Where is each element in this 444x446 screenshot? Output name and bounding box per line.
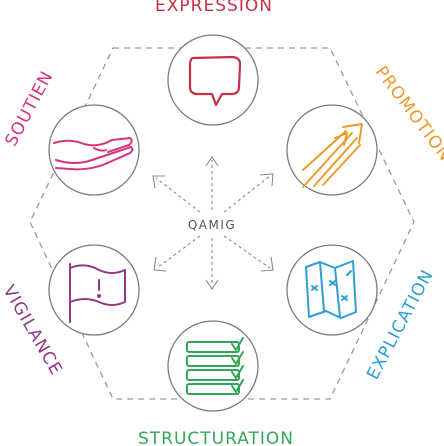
map-icon: [305, 260, 357, 319]
arrow-down-left: [153, 235, 201, 272]
label-expression: EXPRESSION: [155, 0, 273, 16]
node-structuration: [167, 320, 259, 412]
node-explication: [286, 244, 378, 336]
arrow-up-right: [223, 173, 274, 213]
node-promotion: [286, 104, 378, 196]
node-soutien: [48, 104, 140, 196]
rising-arrows-icon: [302, 123, 363, 188]
label-structuration: STRUCTURATION: [138, 429, 294, 446]
center-label: QAMIG: [188, 218, 236, 232]
label-promotion: PROMOTION: [371, 62, 444, 165]
arrow-down: [205, 238, 219, 290]
label-soutien: SOUTIEN: [1, 68, 57, 150]
node-expression: [167, 34, 259, 126]
node-vigilance: [48, 244, 140, 336]
hexagon-frame: [29, 47, 415, 400]
arrow-up: [205, 156, 219, 210]
stacked-checklist-icon: [186, 337, 244, 395]
arrow-down-right: [223, 235, 274, 272]
speech-bubble-icon: [188, 55, 242, 107]
arrow-up-left: [152, 175, 201, 213]
center-arrows: [152, 156, 274, 290]
open-hand-icon: [53, 137, 134, 171]
warning-flag-icon: [69, 263, 126, 323]
